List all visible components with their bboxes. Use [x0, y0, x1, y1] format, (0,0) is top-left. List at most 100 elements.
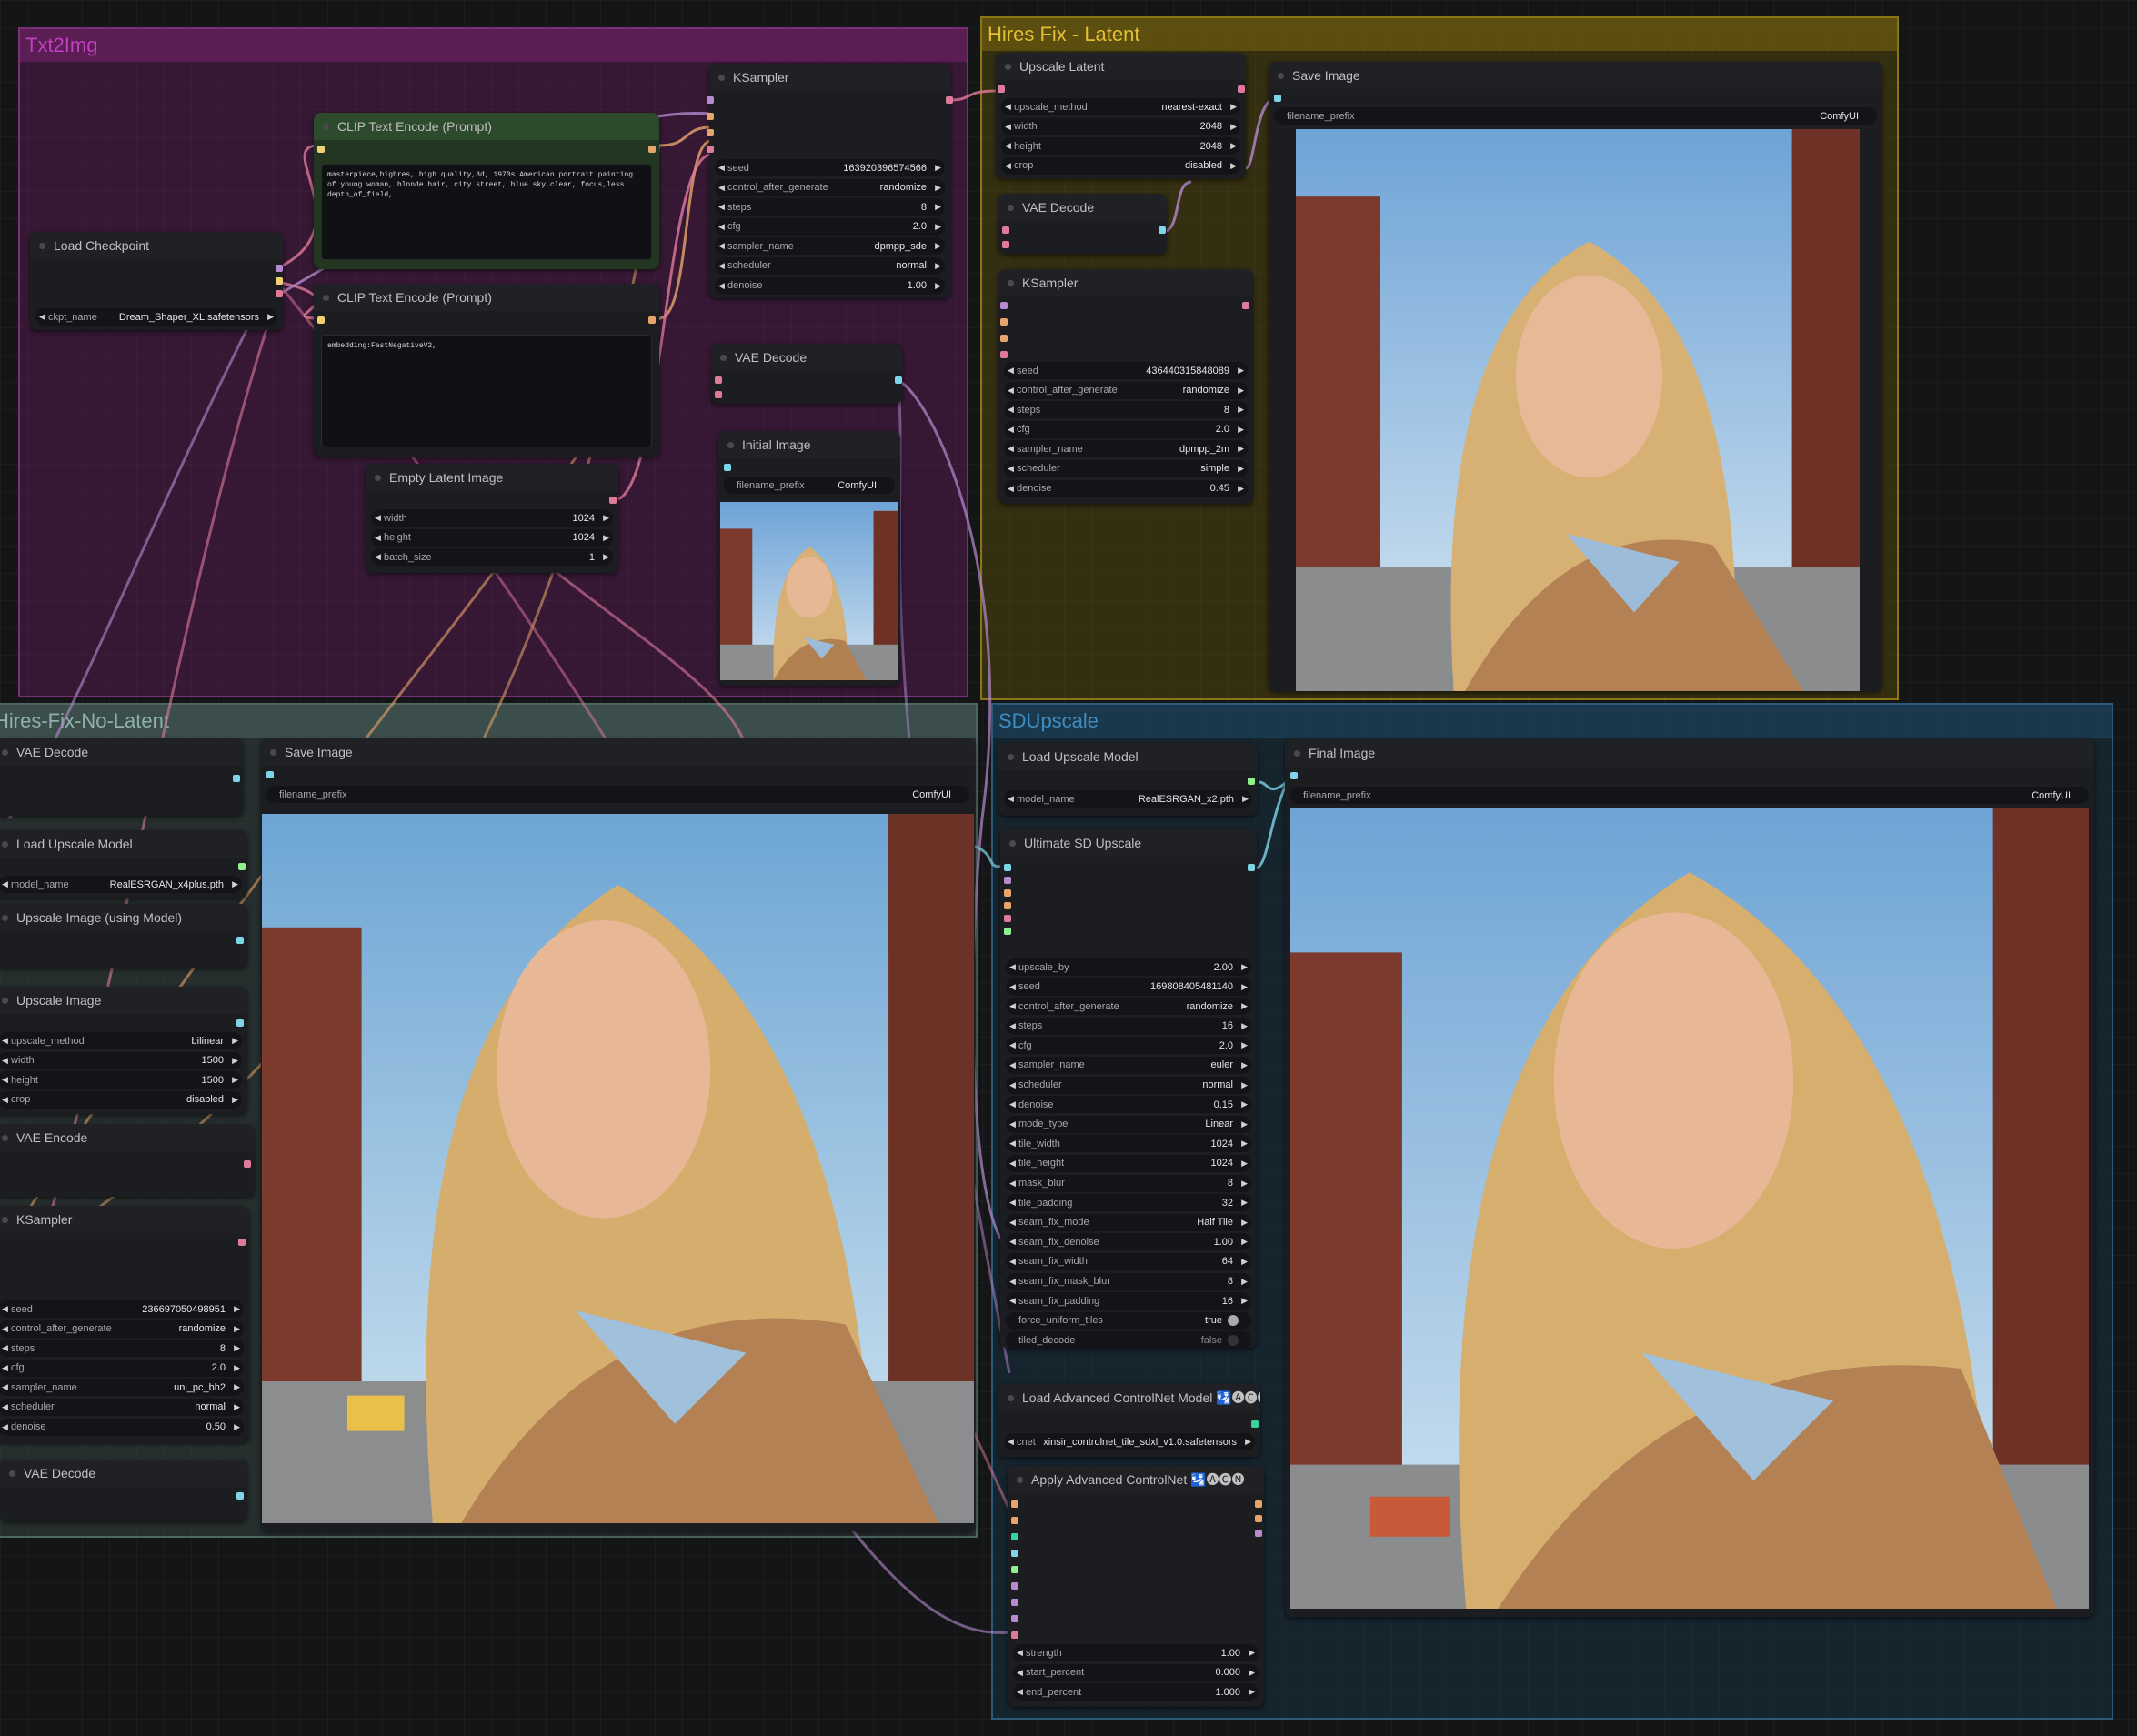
- input-negative-dot[interactable]: [1004, 902, 1011, 909]
- output-image-dot[interactable]: [895, 376, 902, 384]
- node-vae-decode-4[interactable]: VAE Decode: [0, 1460, 247, 1521]
- node-title[interactable]: Save Image: [261, 738, 975, 766]
- widget-upscale-by[interactable]: upscale_by2.00: [1006, 958, 1251, 976]
- node-title[interactable]: Empty Latent Image: [366, 464, 618, 491]
- node-title[interactable]: KSampler: [0, 1206, 249, 1233]
- input-model-optional-dot[interactable]: [1011, 1615, 1018, 1622]
- node-clip-negative[interactable]: CLIP Text Encode (Prompt) embedding:Fast…: [314, 284, 659, 457]
- input-samples-dot[interactable]: [1002, 226, 1009, 234]
- output-clip-dot[interactable]: [276, 277, 283, 285]
- input-mask-dot[interactable]: [1011, 1566, 1018, 1573]
- output-image-dot[interactable]: [1159, 226, 1166, 234]
- node-title[interactable]: Apply Advanced ControlNet 🛂🅐🅒🅝: [1008, 1466, 1264, 1493]
- widget-cnet[interactable]: cnetxinsir_controlnet_tile_sdxl_v1.0.saf…: [1004, 1433, 1255, 1450]
- node-title[interactable]: VAE Decode: [711, 344, 902, 371]
- node-load-advanced-controlnet[interactable]: Load Advanced ControlNet Model 🛂🅐🅒🅝 cnet…: [998, 1384, 1260, 1457]
- group-title[interactable]: Txt2Img: [20, 29, 967, 62]
- output-image-dot[interactable]: [233, 775, 240, 782]
- positive-prompt-text[interactable]: masterpiece,highres, high quality,8d, 19…: [321, 164, 652, 260]
- output-latent-dot[interactable]: [238, 1239, 246, 1246]
- output-latent-dot[interactable]: [1242, 302, 1249, 309]
- input-negative-dot[interactable]: [707, 129, 714, 136]
- node-title[interactable]: Load Checkpoint: [30, 232, 283, 259]
- node-title[interactable]: Upscale Image (using Model): [0, 904, 247, 931]
- output-latent-dot[interactable]: [244, 1160, 251, 1168]
- node-apply-advanced-controlnet[interactable]: Apply Advanced ControlNet 🛂🅐🅒🅝 strength1…: [1008, 1466, 1264, 1707]
- input-vae-dot[interactable]: [715, 391, 722, 398]
- node-title[interactable]: VAE Encode: [0, 1124, 255, 1151]
- output-model-dot[interactable]: [1255, 1530, 1262, 1537]
- node-upscale-image-using-model[interactable]: Upscale Image (using Model): [0, 904, 247, 968]
- input-image-dot[interactable]: [1011, 1550, 1018, 1557]
- input-images-dot[interactable]: [1290, 772, 1298, 779]
- output-latent-dot[interactable]: [609, 497, 617, 504]
- node-title[interactable]: Load Advanced ControlNet Model 🛂🅐🅒🅝: [998, 1384, 1260, 1411]
- input-positive-dot[interactable]: [1004, 889, 1011, 897]
- input-upscale-model-dot[interactable]: [1004, 928, 1011, 935]
- input-vae-optional-dot[interactable]: [1011, 1631, 1018, 1639]
- input-images-dot[interactable]: [724, 464, 731, 471]
- input-negative-dot[interactable]: [1011, 1517, 1018, 1524]
- input-images-dot[interactable]: [1274, 95, 1281, 102]
- input-latent-kf-dot[interactable]: [1011, 1599, 1018, 1606]
- node-ultimate-sd-upscale[interactable]: Ultimate SD Upscale upscale_by2.00 seed1…: [1000, 829, 1257, 1350]
- output-negative-dot[interactable]: [1255, 1515, 1262, 1522]
- input-image-dot[interactable]: [1004, 864, 1011, 871]
- node-title[interactable]: KSampler: [998, 269, 1253, 296]
- output-controlnet-dot[interactable]: [1251, 1420, 1259, 1428]
- input-latent-dot[interactable]: [707, 146, 714, 153]
- node-title[interactable]: Save Image: [1269, 62, 1882, 89]
- node-clip-positive[interactable]: CLIP Text Encode (Prompt) masterpiece,hi…: [314, 113, 659, 269]
- input-vae-dot[interactable]: [1004, 915, 1011, 922]
- negative-prompt-text[interactable]: embedding:FastNegativeV2,: [321, 335, 652, 447]
- node-title[interactable]: Final Image: [1285, 739, 2094, 767]
- group-title[interactable]: SDUpscale: [993, 705, 2112, 738]
- output-latent-dot[interactable]: [946, 96, 953, 104]
- node-title[interactable]: Upscale Image: [0, 987, 247, 1014]
- node-title[interactable]: Load Upscale Model: [0, 830, 247, 858]
